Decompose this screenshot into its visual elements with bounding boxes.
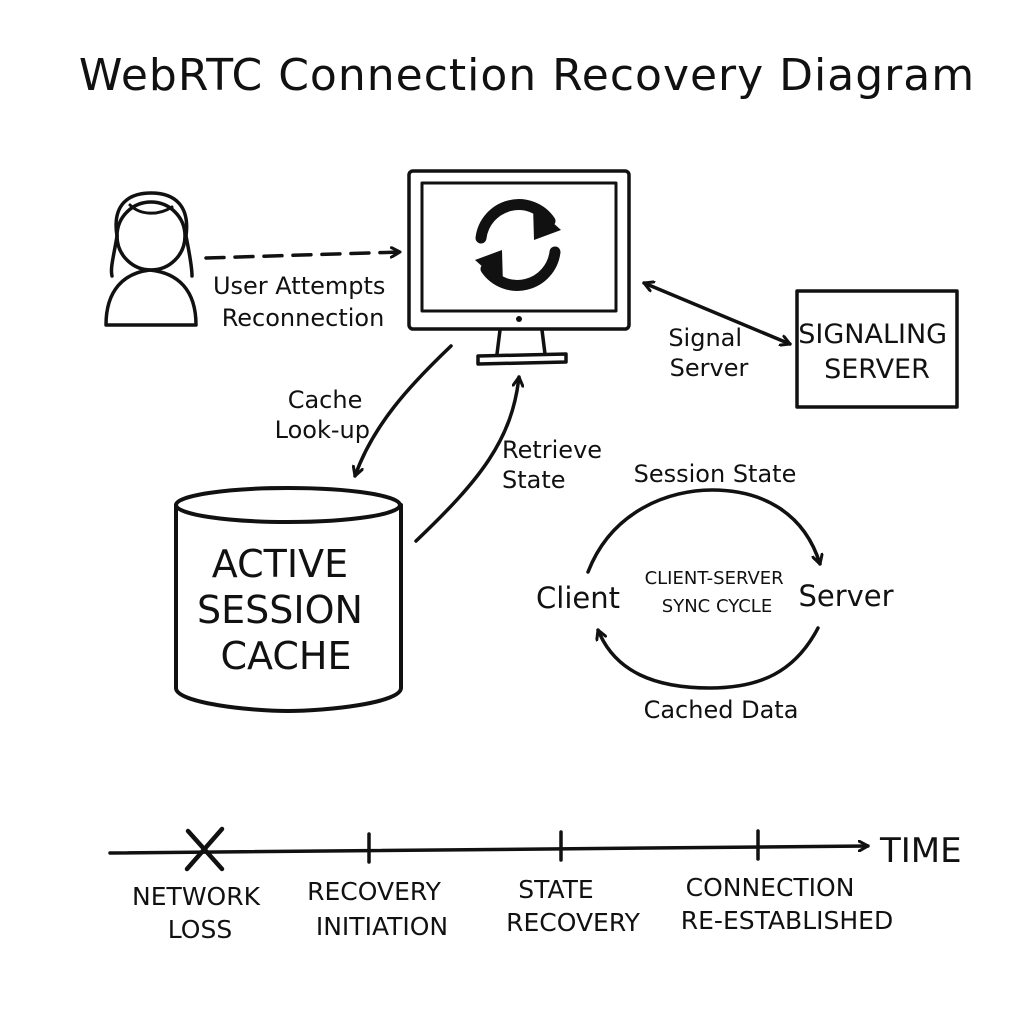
client-monitor bbox=[407, 169, 631, 366]
timeline: TIME NETWORK LOSS RECOVERY INITIATION ST… bbox=[108, 826, 962, 944]
timeline-axis bbox=[108, 846, 870, 855]
sync-arrow-top bbox=[586, 488, 820, 574]
edge-retrieve-state-label: Retrieve State bbox=[502, 436, 610, 494]
sync-arrow-bottom bbox=[598, 626, 820, 690]
diagram-title: WebRTC Connection Recovery Diagram bbox=[79, 50, 975, 101]
timeline-axis-label: TIME bbox=[879, 831, 962, 871]
x-icon bbox=[184, 826, 225, 872]
sync-client-label: Client bbox=[536, 581, 620, 615]
sync-top-label: Session State bbox=[634, 460, 797, 488]
edge-client-signal-label: Signal Server bbox=[668, 324, 749, 382]
sync-bottom-label: Cached Data bbox=[644, 696, 799, 724]
sync-cycle: Session State Cached Data Client Server … bbox=[536, 460, 894, 724]
timeline-event-state-recovery: STATE RECOVERY bbox=[506, 875, 641, 937]
timeline-event-connection-re-established: CONNECTION RE-ESTABLISHED bbox=[681, 873, 893, 935]
sync-center-label: CLIENT-SERVER SYNC CYCLE bbox=[645, 568, 790, 617]
edge-cache-lookup-label: Cache Look-up bbox=[275, 386, 370, 444]
sync-server-label: Server bbox=[798, 579, 893, 613]
refresh-icon bbox=[475, 199, 561, 291]
signaling-server-label: SIGNALING SERVER bbox=[798, 319, 955, 385]
edge-client-signal bbox=[642, 283, 792, 344]
user-icon bbox=[104, 191, 198, 327]
edge-user-to-client-label: User Attempts Reconnection bbox=[213, 272, 393, 332]
edge-user-to-client bbox=[204, 252, 402, 260]
cache-label: ACTIVE SESSION CACHE bbox=[197, 542, 375, 678]
active-session-cache: ACTIVE SESSION CACHE bbox=[174, 486, 403, 713]
timeline-event-recovery-initiation: RECOVERY INITIATION bbox=[307, 877, 449, 941]
timeline-event-network-loss: NETWORK LOSS bbox=[132, 882, 268, 944]
edge-retrieve-state bbox=[414, 375, 519, 543]
signaling-server-box: SIGNALING SERVER bbox=[795, 289, 959, 409]
edge-cache-lookup bbox=[355, 344, 453, 478]
